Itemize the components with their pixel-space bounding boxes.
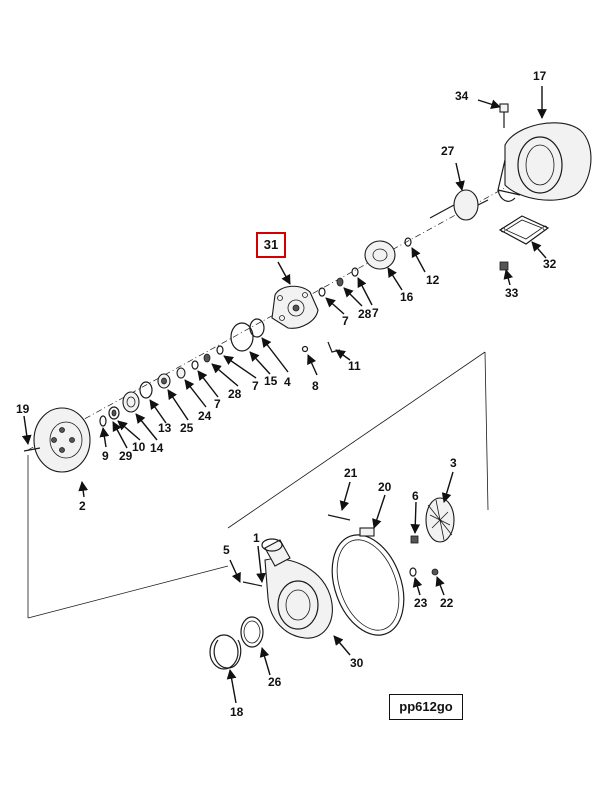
- snap-ring-18-body: [209, 634, 239, 670]
- thrust-collar-13: [139, 381, 153, 399]
- callout-7-a: 7: [372, 306, 379, 320]
- callout-27: 27: [441, 144, 455, 158]
- callout-28-b: 28: [228, 387, 242, 401]
- callout-21: 21: [344, 466, 358, 480]
- callout-labels: 17 34 27 32 33 12 16 7 28 7 11 8 4 15 7 …: [16, 69, 557, 719]
- bearing-25-core: [161, 377, 167, 385]
- ring-12: [404, 237, 412, 247]
- frame-line-diag: [227, 351, 486, 529]
- callout-5: 5: [223, 543, 230, 557]
- callout-3: 3: [450, 456, 457, 470]
- clamp-band-20: [331, 527, 405, 636]
- callout-17: 17: [533, 69, 547, 83]
- callout-7-d: 7: [214, 397, 221, 411]
- nut-33: [499, 261, 509, 271]
- upper-shaft-axis: [27, 184, 511, 451]
- reference-code-box: pp612go: [389, 694, 463, 720]
- callout-2: 2: [79, 499, 86, 513]
- thrust-plate-14: [122, 391, 140, 413]
- callout-7-c: 7: [252, 379, 259, 393]
- ring-28-low: [203, 353, 211, 363]
- turbine-housing: [497, 122, 592, 202]
- callout-28-a: 28: [358, 307, 372, 321]
- ring-28-upper: [336, 277, 344, 287]
- center-housing-31: [271, 285, 319, 329]
- callout-18: 18: [230, 705, 244, 719]
- callout-25: 25: [180, 421, 194, 435]
- ring-10-core: [111, 409, 117, 417]
- compressor-wheel-3: [425, 497, 455, 543]
- callout-23: 23: [414, 596, 428, 610]
- frame-line-right: [484, 351, 489, 511]
- callout-22: 22: [440, 596, 454, 610]
- frame-line-bottom: [27, 565, 229, 619]
- pin-8: [301, 345, 309, 353]
- callout-19: 19: [16, 402, 30, 416]
- callout-1: 1: [253, 531, 260, 545]
- seal-ring-15: [230, 322, 254, 352]
- bolt-34: [499, 103, 509, 128]
- callout-14: 14: [150, 441, 164, 455]
- ring-7-low: [216, 345, 224, 355]
- callout-12: 12: [426, 273, 440, 287]
- ring-26-inner: [243, 620, 261, 644]
- callout-31-highlighted: 31: [263, 237, 279, 252]
- washer-23: [409, 567, 417, 577]
- ring-9: [99, 415, 107, 427]
- callout-15: 15: [264, 374, 278, 388]
- callout-9: 9: [102, 449, 109, 463]
- ring-7-upper: [351, 267, 359, 277]
- ring-26: [240, 616, 264, 648]
- ring-10: [108, 406, 120, 420]
- nut-6: [410, 535, 419, 544]
- ring-7-lower: [191, 360, 199, 370]
- o-ring-4: [249, 318, 265, 338]
- highlight-box: [256, 232, 286, 258]
- heat-shield-16: [364, 240, 396, 270]
- turbine-wheel-27: [429, 189, 489, 221]
- callout-33: 33: [505, 286, 519, 300]
- callout-20: 20: [378, 480, 392, 494]
- callout-10: 10: [132, 440, 146, 454]
- bolt-5: [242, 581, 263, 587]
- screw-19: [23, 447, 41, 452]
- callout-11: 11: [348, 359, 361, 373]
- callout-13: 13: [158, 421, 172, 435]
- callout-24: 24: [198, 409, 212, 423]
- callout-4: 4: [284, 375, 291, 389]
- callout-34: 34: [455, 89, 469, 103]
- callout-32: 32: [543, 257, 557, 271]
- callout-30: 30: [350, 656, 364, 670]
- callout-29: 29: [119, 449, 133, 463]
- callout-7-b: 7: [342, 314, 349, 328]
- backplate-2: [33, 407, 91, 473]
- callout-26: 26: [268, 675, 282, 689]
- clip-11: [327, 341, 341, 353]
- callout-6: 6: [412, 489, 419, 503]
- gasket-32: [498, 215, 550, 245]
- compressor-housing-30: [261, 538, 333, 639]
- ring-7-mid: [318, 287, 326, 297]
- callout-8: 8: [312, 379, 319, 393]
- nut-22: [431, 568, 439, 576]
- bolt-21: [327, 514, 351, 521]
- bearing-24: [176, 367, 186, 379]
- thrust-plate-14-inner: [126, 396, 136, 408]
- leader-lines: [21, 86, 547, 704]
- callout-16: 16: [400, 290, 414, 304]
